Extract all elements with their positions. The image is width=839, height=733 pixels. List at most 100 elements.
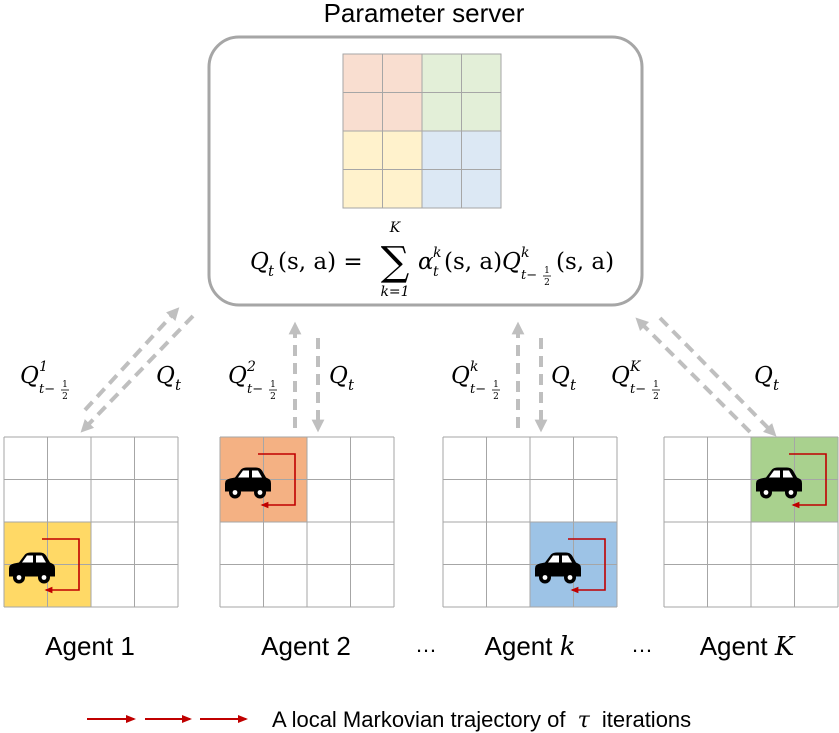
formula-q-sup: k xyxy=(521,245,529,261)
upload-label-frac-num: 1 xyxy=(270,380,276,390)
formula-q-frac-den: 2 xyxy=(544,278,550,288)
server-grid-cell xyxy=(342,92,383,132)
download-label-main: Q xyxy=(754,363,773,389)
agent-label-index: 2 xyxy=(336,631,350,661)
download-label-main: Q xyxy=(329,363,348,389)
agent-3: Agent k xyxy=(442,436,618,662)
agent-label-prefix: Agent xyxy=(45,631,120,661)
server-grid-cell xyxy=(461,169,502,209)
server-grid-cell xyxy=(382,169,423,209)
agent-label-index: k xyxy=(560,632,576,662)
agent-label: Agent 2 xyxy=(261,631,351,661)
download-label-main: Q xyxy=(156,363,175,389)
download-label-sub: t xyxy=(348,376,355,394)
agent-label-index: K xyxy=(774,632,796,662)
upload-label-frac-num: 1 xyxy=(653,380,659,390)
formula-q: Q xyxy=(502,249,521,275)
formula-alpha-sup: k xyxy=(433,245,441,261)
server-grid-cell xyxy=(461,92,502,132)
agent-label-prefix: Agent xyxy=(485,631,560,661)
ellipsis-2: … xyxy=(631,632,653,657)
agent-1: Agent 1 xyxy=(3,436,179,661)
server-grid-cell xyxy=(382,130,423,170)
server-grid-cell xyxy=(421,92,462,132)
sum-lower: k=1 xyxy=(380,284,409,300)
download-label-sub: t xyxy=(773,376,780,394)
arrow-agentK-up xyxy=(635,317,752,434)
upload-label-main: Q xyxy=(451,363,470,389)
sum-upper: K xyxy=(389,220,402,236)
formula-q-frac-num: 1 xyxy=(544,266,550,276)
arrow-agent1-up xyxy=(83,307,180,412)
server-grid-cell xyxy=(342,130,383,170)
upload-label-frac-den: 2 xyxy=(270,392,276,402)
server-title: Parameter server xyxy=(324,0,525,28)
aggregation-formula: Q t (s, a) = K ∑ k=1 α k t (s, a) Q k t−… xyxy=(250,220,614,300)
agent-4: Agent K xyxy=(663,436,839,662)
formula-q-args: (s, a) xyxy=(556,249,614,275)
upload-label-sup: 1 xyxy=(39,359,48,375)
upload-label-frac-den: 2 xyxy=(62,392,68,402)
formula-lhs: Q xyxy=(250,249,269,275)
agent-label: Agent K xyxy=(700,631,796,662)
server-grid-cell xyxy=(382,92,423,132)
upload-label-frac-den: 2 xyxy=(653,392,659,402)
upload-label-main: Q xyxy=(228,363,247,389)
upload-label-sup: 2 xyxy=(246,359,256,375)
upload-label-frac-num: 1 xyxy=(62,380,68,390)
arrow-agentK-down xyxy=(658,316,777,437)
upload-label-sup: K xyxy=(629,359,642,375)
agent-2: Agent 2 xyxy=(219,436,395,661)
trajectory-path xyxy=(258,453,296,509)
server-grid-cell xyxy=(382,53,423,93)
download-label-main: Q xyxy=(551,363,570,389)
agent-label: Agent k xyxy=(485,631,576,662)
arrow-agent1-down xyxy=(80,314,195,433)
formula-alpha-sub: t xyxy=(433,264,439,280)
upload-label-sub: t− xyxy=(630,382,646,397)
trajectory-path xyxy=(42,538,80,594)
upload-label-main: Q xyxy=(611,363,630,389)
server-grid-cell xyxy=(342,169,383,209)
agent-label-prefix: Agent xyxy=(261,631,336,661)
server-grid-cell xyxy=(421,169,462,209)
upload-label-sup: k xyxy=(470,359,478,375)
upload-label-frac-den: 2 xyxy=(493,392,499,402)
communication-arrows xyxy=(80,307,777,437)
legend: A local Markovian trajectory of τ iterat… xyxy=(87,707,691,733)
server-q-table xyxy=(342,53,502,209)
upload-label-sub: t− xyxy=(247,382,263,397)
legend-text: A local Markovian trajectory of xyxy=(272,707,566,732)
formula-lhs-sub: t xyxy=(268,262,275,280)
ellipsis-1: … xyxy=(415,632,437,657)
legend-text-after: iterations xyxy=(602,707,691,732)
svg-text:A local Markovian trajectory o: A local Markovian trajectory of τ iterat… xyxy=(272,707,691,733)
upload-label-sub: t− xyxy=(39,382,55,397)
agent-label: Agent 1 xyxy=(45,631,135,661)
upload-label-main: Q xyxy=(20,363,39,389)
server-grid-cell xyxy=(461,53,502,93)
formula-q-sub: t− xyxy=(521,268,537,283)
sum-symbol: ∑ xyxy=(381,239,410,285)
trajectory-path xyxy=(789,453,827,509)
upload-label-sub: t− xyxy=(470,382,486,397)
formula-alpha-args: (s, a) xyxy=(444,249,502,275)
download-label-sub: t xyxy=(175,376,182,394)
formula-alpha: α xyxy=(418,249,434,275)
agent-label-prefix: Agent xyxy=(700,631,775,661)
agent-label-index: 1 xyxy=(120,631,134,661)
server-grid-cell xyxy=(421,130,462,170)
legend-tau: τ xyxy=(578,708,591,733)
server-grid-cell xyxy=(342,53,383,93)
